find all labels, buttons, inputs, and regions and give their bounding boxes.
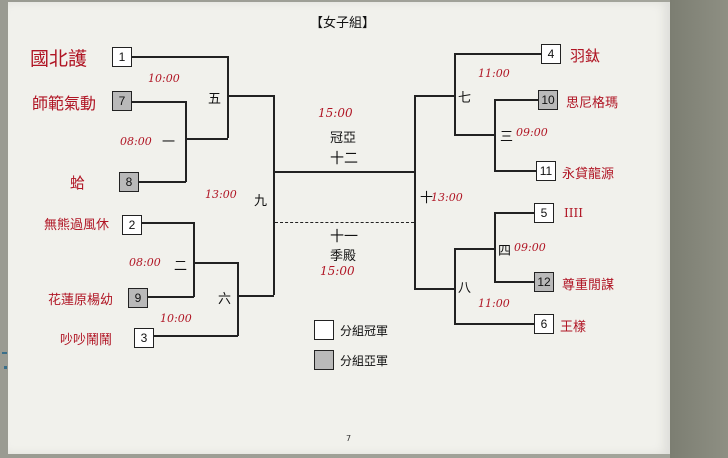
third-place-line: [275, 222, 414, 223]
team-name-right-5: 尊重閒謀: [562, 278, 615, 293]
seed-box-7: 7: [112, 91, 132, 111]
bracket-line: [227, 95, 274, 97]
match-time-r3: 09:00: [516, 126, 548, 139]
round-label-r12: 十二: [330, 151, 358, 167]
bracket-line: [494, 281, 535, 283]
match-time-r2: 08:00: [129, 256, 161, 269]
team-name-left-5: 花蓮原楊幼: [48, 293, 114, 308]
bracket-line: [414, 288, 455, 290]
bracket-line: [185, 138, 228, 140]
match-time-r4: 09:00: [514, 241, 546, 254]
legend-swatch-runner-up: [314, 350, 334, 370]
team-name-left-6: 吵吵鬧鬧: [60, 333, 113, 348]
bracket-line: [454, 248, 495, 250]
bracket-line: [139, 181, 186, 183]
legend-label-champion: 分組冠軍: [340, 324, 389, 338]
seed-box-9: 9: [128, 288, 148, 308]
bracket-line: [454, 248, 456, 324]
bracket-line: [454, 53, 456, 135]
match-time-r12: 15:00: [318, 106, 353, 120]
seed-box-2: 2: [122, 215, 142, 235]
seed-box-10: 10: [538, 90, 558, 110]
bracket-line: [494, 212, 535, 214]
bracket-line: [494, 212, 496, 282]
seed-box-11: 11: [536, 161, 556, 181]
final-line: [273, 171, 414, 173]
round-label-r5: 五: [208, 92, 222, 107]
bracket-line: [193, 262, 238, 264]
match-time-r10: 13:00: [431, 191, 463, 204]
bracket-sheet: [8, 2, 670, 454]
match-time-r9: 13:00: [205, 188, 237, 201]
bracket-line: [273, 95, 275, 295]
bracket-line: [132, 56, 228, 58]
bracket-line: [237, 262, 239, 336]
bracket-line: [414, 95, 455, 97]
seed-box-4: 4: [541, 44, 561, 64]
match-time-r8: 11:00: [478, 297, 510, 310]
team-name-right-2: 思尼格瑪: [566, 96, 619, 111]
round-label-r11: 十一: [330, 229, 358, 245]
match-time-r6: 10:00: [160, 312, 192, 325]
seed-box-12: 12: [534, 272, 554, 292]
team-name-right-3: 永貸龍源: [562, 167, 615, 182]
bracket-line: [132, 101, 186, 103]
page-number: 7: [346, 434, 352, 443]
round-label-r1: 一: [162, 135, 176, 150]
match-time-r5: 10:00: [148, 72, 180, 85]
team-name-left-4: 無熊過風休: [44, 218, 110, 233]
round-label-r9: 九: [254, 194, 268, 209]
seed-box-5: 5: [534, 203, 554, 223]
bracket-line: [154, 335, 238, 337]
bracket-line: [454, 53, 542, 55]
round-label-r6: 六: [218, 292, 232, 307]
round-label-r10: 十: [420, 191, 434, 206]
bracket-title: 【女子組】: [310, 16, 376, 31]
edge-mark: [4, 366, 7, 369]
bracket-line: [454, 323, 535, 325]
bracket-line: [142, 222, 194, 224]
seed-box-1: 1: [112, 47, 132, 67]
round-label-r4: 四: [498, 244, 512, 259]
bracket-line: [454, 134, 495, 136]
legend-swatch-champion: [314, 320, 334, 340]
final-label: 冠亞: [330, 131, 357, 146]
bracket-line: [494, 170, 537, 172]
bracket-line: [494, 99, 539, 101]
round-label-r7: 七: [458, 91, 472, 106]
seed-box-6: 6: [534, 314, 554, 334]
team-name-right-1: 羽鈦: [570, 47, 601, 65]
third-place-label: 季殿: [330, 249, 357, 264]
match-time-r7: 11:00: [478, 67, 510, 80]
team-name-right-6: 王樣: [560, 320, 587, 335]
team-name-left-3: 蛤: [70, 174, 86, 192]
round-label-r3: 三: [500, 130, 514, 145]
round-label-r8: 八: [458, 281, 472, 296]
match-time-r11: 15:00: [320, 264, 355, 278]
bracket-line: [185, 101, 187, 182]
bracket-line: [148, 296, 194, 298]
edge-mark: [2, 352, 7, 354]
seed-box-8: 8: [119, 172, 139, 192]
match-time-r1: 08:00: [120, 135, 152, 148]
bracket-line: [193, 222, 195, 297]
bracket-line: [227, 56, 229, 138]
team-name-left-1: 國北護: [30, 48, 88, 70]
wall-background: [670, 0, 728, 458]
round-label-r2: 二: [174, 259, 188, 274]
bracket-line: [414, 95, 416, 289]
team-name-left-2: 師範氣動: [32, 94, 97, 113]
legend-label-runner-up: 分組亞軍: [340, 354, 389, 368]
seed-box-3: 3: [134, 328, 154, 348]
team-name-right-4: IIII: [564, 206, 583, 220]
bracket-line: [237, 295, 274, 297]
